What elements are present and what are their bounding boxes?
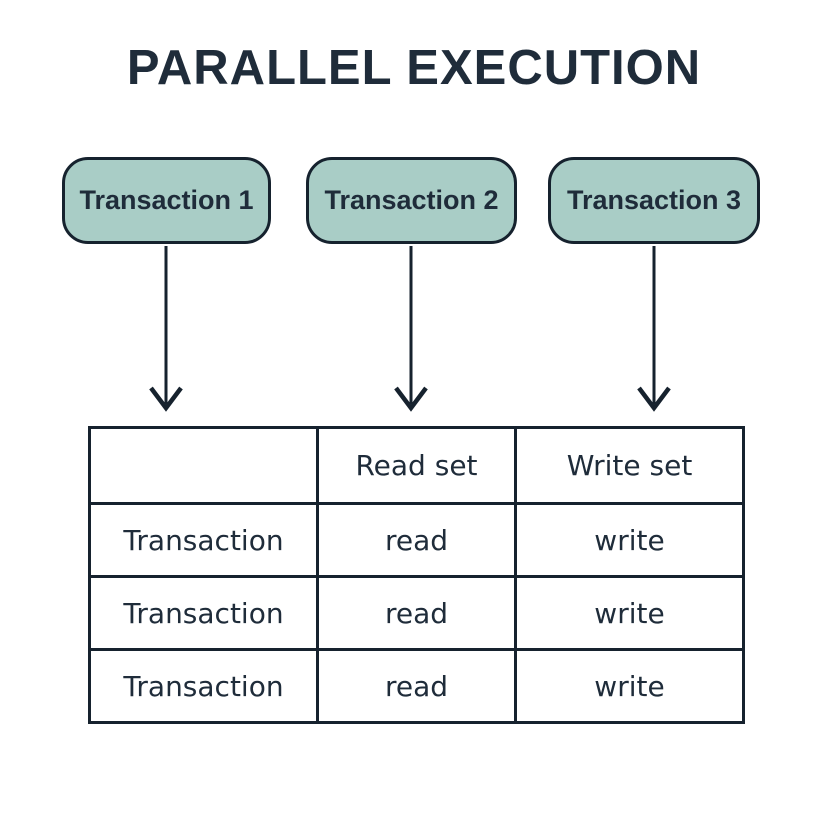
arrow-down-icon-3 (637, 246, 671, 412)
cell-read: read (316, 575, 517, 651)
cell-write: write (514, 575, 745, 651)
node-transaction-1: Transaction 1 (62, 157, 271, 244)
node-transaction-3-label: Transaction 3 (566, 185, 742, 215)
header-cell-read-set: Read set (316, 426, 517, 505)
cell-read: read (316, 648, 517, 724)
read-write-set-table: Read set Write set Transaction read writ… (88, 426, 745, 724)
table-row: Transaction read write (88, 575, 745, 651)
node-transaction-1-label: Transaction 1 (79, 185, 254, 215)
table-header-row: Read set Write set (88, 426, 745, 505)
table-row: Transaction read write (88, 648, 745, 724)
cell-write: write (514, 502, 745, 578)
arrow-down-icon-1 (149, 246, 183, 412)
arrow-down-icon-2 (394, 246, 428, 412)
page-title: PARALLEL EXECUTION (126, 41, 702, 95)
header-cell-write-set: Write set (514, 426, 745, 505)
cell-read: read (316, 502, 517, 578)
cell-transaction: Transaction (88, 502, 319, 578)
node-transaction-3: Transaction 3 (548, 157, 760, 244)
cell-transaction: Transaction (88, 575, 319, 651)
node-transaction-2: Transaction 2 (306, 157, 517, 244)
table-row: Transaction read write (88, 502, 745, 578)
cell-transaction: Transaction (88, 648, 319, 724)
node-transaction-2-label: Transaction 2 (324, 185, 499, 215)
header-cell-blank (88, 426, 319, 505)
cell-write: write (514, 648, 745, 724)
